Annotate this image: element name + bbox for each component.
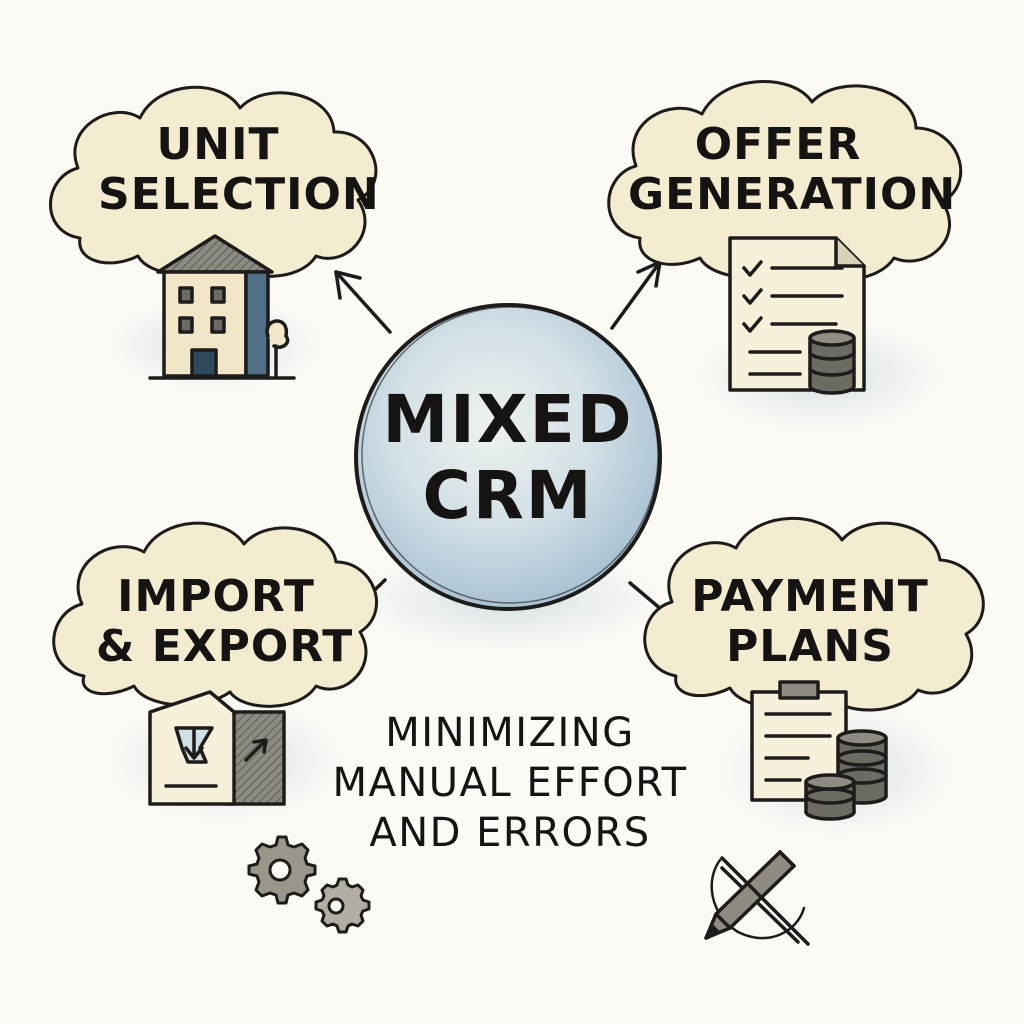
arrow-to-offer-generation xyxy=(610,260,662,330)
node-unit-selection-line1: UNIT xyxy=(156,119,280,170)
arrow-to-unit-selection xyxy=(334,270,392,334)
node-offer-generation: OFFER GENERATION xyxy=(628,119,957,220)
tagline: MINIMIZING MANUAL EFFORT AND ERRORS xyxy=(320,708,700,858)
connector-payment-plans xyxy=(628,581,664,612)
tagline-line1: MINIMIZING xyxy=(385,710,635,756)
clipboard-coins-icon xyxy=(750,680,888,821)
crossed-pencil-icon xyxy=(704,850,810,946)
node-import-export-line2: & EXPORT xyxy=(96,621,354,672)
file-transfer-icon xyxy=(148,690,286,806)
node-import-export: IMPORT & EXPORT xyxy=(96,571,354,672)
hub-title-line1: MIXED xyxy=(382,381,634,458)
checklist-document-icon xyxy=(728,236,866,395)
node-payment-plans: PAYMENT PLANS xyxy=(690,572,930,672)
connectors xyxy=(334,260,664,612)
gears-icon xyxy=(247,835,371,934)
hub-circle-sketch xyxy=(361,306,659,604)
hub-title: MIXED CRM xyxy=(378,382,638,534)
node-unit-selection-line2: SELECTION xyxy=(98,169,380,220)
building-icon xyxy=(148,234,296,380)
node-offer-generation-line1: OFFER xyxy=(694,119,862,170)
tagline-line3: AND ERRORS xyxy=(369,810,651,856)
node-payment-plans-line1: PAYMENT xyxy=(691,571,929,622)
node-payment-plans-line2: PLANS xyxy=(726,621,894,672)
tagline-line2: MANUAL EFFORT xyxy=(332,760,688,806)
node-offer-generation-line2: GENERATION xyxy=(628,169,957,220)
hub-title-line2: CRM xyxy=(422,457,594,534)
node-unit-selection: UNIT SELECTION xyxy=(98,119,380,220)
hub-circle xyxy=(354,303,662,611)
node-import-export-line1: IMPORT xyxy=(117,571,315,622)
